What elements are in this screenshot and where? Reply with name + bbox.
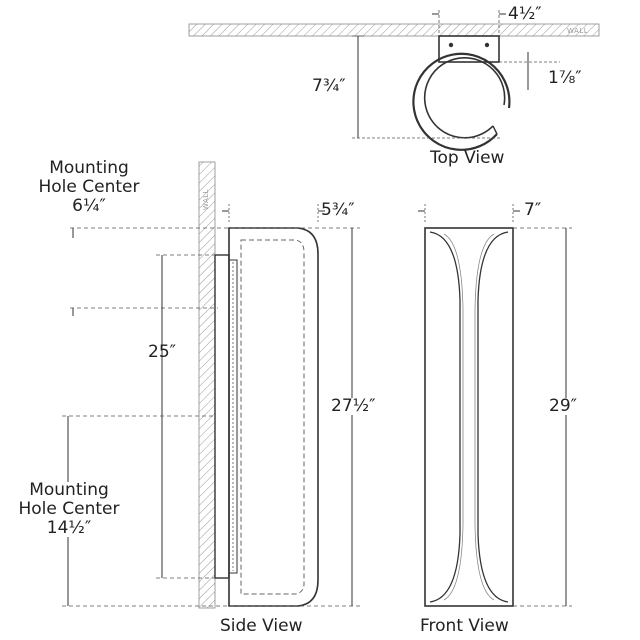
mounting-hole-top-line2: Hole Center	[38, 177, 140, 197]
top-offset-label: 1⅞″	[548, 68, 582, 88]
front-view-title: Front View	[420, 616, 509, 636]
top-fixture-outer-ring	[412, 52, 511, 151]
top-wall-tag: WALL	[567, 27, 589, 35]
top-width-label: 4½″	[508, 4, 542, 24]
mounting-hole-bottom-value: 14½″	[46, 518, 92, 538]
mounting-hole-bottom-label: Mounting Hole Center 14½″	[4, 482, 134, 537]
mounting-hole-top-value: 6¼″	[72, 196, 106, 216]
side-fixture-inner	[240, 239, 305, 595]
front-reflector-right	[477, 231, 509, 603]
front-fixture-outline	[424, 227, 514, 607]
side-wall-tag: WALL	[202, 188, 211, 211]
side-backplate	[214, 254, 230, 579]
side-view-drawing	[62, 161, 360, 609]
front-view-drawing	[418, 204, 572, 607]
side-overall-label: 27½″	[330, 396, 377, 416]
mounting-hole-top-line1: Mounting	[49, 158, 129, 178]
top-bracket	[438, 35, 500, 63]
side-fixture-body	[228, 227, 319, 607]
front-reflector-inner-left	[443, 233, 464, 601]
front-reflector-inner-right	[474, 233, 495, 601]
mounting-hole-bottom-line2: Hole Center	[18, 499, 120, 519]
side-projection-label: 5¾″	[321, 200, 355, 220]
side-backplate-label: 25″	[148, 342, 176, 362]
top-bracket-screw-left	[448, 42, 454, 48]
top-view-title: Top View	[430, 148, 505, 168]
top-depth-label: 7¾″	[312, 76, 346, 96]
top-fixture-slot	[492, 125, 498, 135]
mounting-hole-top-label: Mounting Hole Center 6¼″	[24, 160, 154, 215]
top-fixture-inner-ring	[423, 57, 506, 139]
top-wall-hatch	[188, 23, 600, 37]
front-height-label: 29″	[548, 396, 578, 416]
mounting-hole-bottom-line1: Mounting	[29, 480, 109, 500]
front-width-label: 7″	[524, 200, 542, 220]
top-bracket-screw-right	[484, 42, 490, 48]
top-view-drawing	[188, 10, 600, 151]
side-wall-hatch	[198, 161, 216, 609]
side-view-title: Side View	[220, 616, 303, 636]
front-reflector-left	[429, 231, 461, 603]
